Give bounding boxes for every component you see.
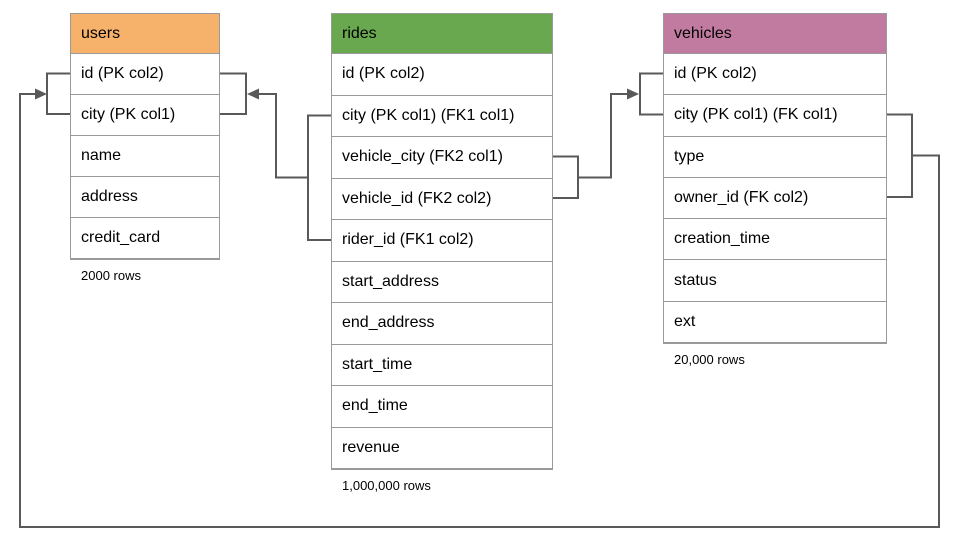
table-vehicles-title: vehicles bbox=[674, 24, 732, 42]
rides-fk1-bracket bbox=[307, 114, 332, 241]
fk-connector-rides-to-vehicles bbox=[552, 72, 664, 199]
table-users-row-count: 2000 rows bbox=[81, 268, 141, 283]
table-vehicles-row-id: id (PK col2) bbox=[664, 54, 886, 96]
rides-to-users-line bbox=[258, 93, 308, 179]
table-rides-row-end-address: end_address bbox=[332, 303, 552, 345]
table-rides-row-count: 1,000,000 rows bbox=[342, 478, 431, 493]
table-vehicles: vehicles id (PK col2) city (PK col1) (FK… bbox=[663, 13, 887, 367]
table-rides-header: rides bbox=[332, 14, 552, 54]
vehicles-left-pk-bracket bbox=[639, 72, 664, 116]
vehicles-fk-bracket bbox=[886, 113, 913, 198]
arrow-head-into-users-left-icon bbox=[35, 88, 47, 100]
table-rides-row-city: city (PK col1) (FK1 col1) bbox=[332, 95, 552, 137]
table-vehicles-row-city: city (PK col1) (FK col1) bbox=[664, 95, 886, 137]
table-vehicles-row-creation-time: creation_time bbox=[664, 219, 886, 261]
table-rides-row-id: id (PK col2) bbox=[332, 54, 552, 96]
table-users-row-name: name bbox=[71, 136, 219, 177]
table-users-row-address: address bbox=[71, 177, 219, 218]
table-users: users id (PK col2) city (PK col1) name a… bbox=[70, 13, 220, 283]
table-vehicles-row-owner-id: owner_id (FK col2) bbox=[664, 177, 886, 220]
table-rides-title: rides bbox=[342, 24, 377, 42]
table-users-header: users bbox=[71, 14, 219, 54]
arrow-heads bbox=[35, 88, 639, 100]
users-right-pk-bracket bbox=[220, 72, 247, 115]
rides-to-vehicles-line bbox=[578, 93, 628, 179]
table-rides-row-start-address: start_address bbox=[332, 261, 552, 303]
table-rides-row-vehicle-city: vehicle_city (FK2 col1) bbox=[332, 137, 552, 179]
table-rides-row-revenue: revenue bbox=[332, 427, 552, 469]
table-users-row-city: city (PK col1) bbox=[71, 95, 219, 136]
fk-connector-vehicles-to-users bbox=[19, 72, 940, 528]
table-users-row-credit-card: credit_card bbox=[71, 218, 219, 259]
table-vehicles-row-count: 20,000 rows bbox=[674, 352, 745, 368]
users-left-pk-bracket bbox=[46, 72, 71, 115]
table-vehicles-header: vehicles bbox=[664, 14, 886, 54]
table-rides-row-start-time: start_time bbox=[332, 344, 552, 386]
table-users-title: users bbox=[81, 24, 121, 42]
fk-connector-rides-to-users bbox=[220, 72, 332, 241]
arrow-head-into-users-right-icon bbox=[247, 88, 259, 100]
table-rides-row-rider-id: rider_id (FK1 col2) bbox=[332, 220, 552, 262]
table-vehicles-row-status: status bbox=[664, 260, 886, 302]
table-rides-row-end-time: end_time bbox=[332, 386, 552, 428]
vehicles-to-users-line bbox=[19, 93, 940, 528]
table-vehicles-row-ext: ext bbox=[664, 301, 886, 344]
table-rides-row-vehicle-id: vehicle_id (FK2 col2) bbox=[332, 178, 552, 220]
table-rides: rides id (PK col2) city (PK col1) (FK1 c… bbox=[331, 13, 553, 493]
rides-fk2-bracket bbox=[552, 155, 579, 199]
table-users-row-id: id (PK col2) bbox=[71, 54, 219, 95]
arrow-head-into-vehicles-icon bbox=[627, 88, 639, 100]
table-vehicles-row-type: type bbox=[664, 136, 886, 178]
